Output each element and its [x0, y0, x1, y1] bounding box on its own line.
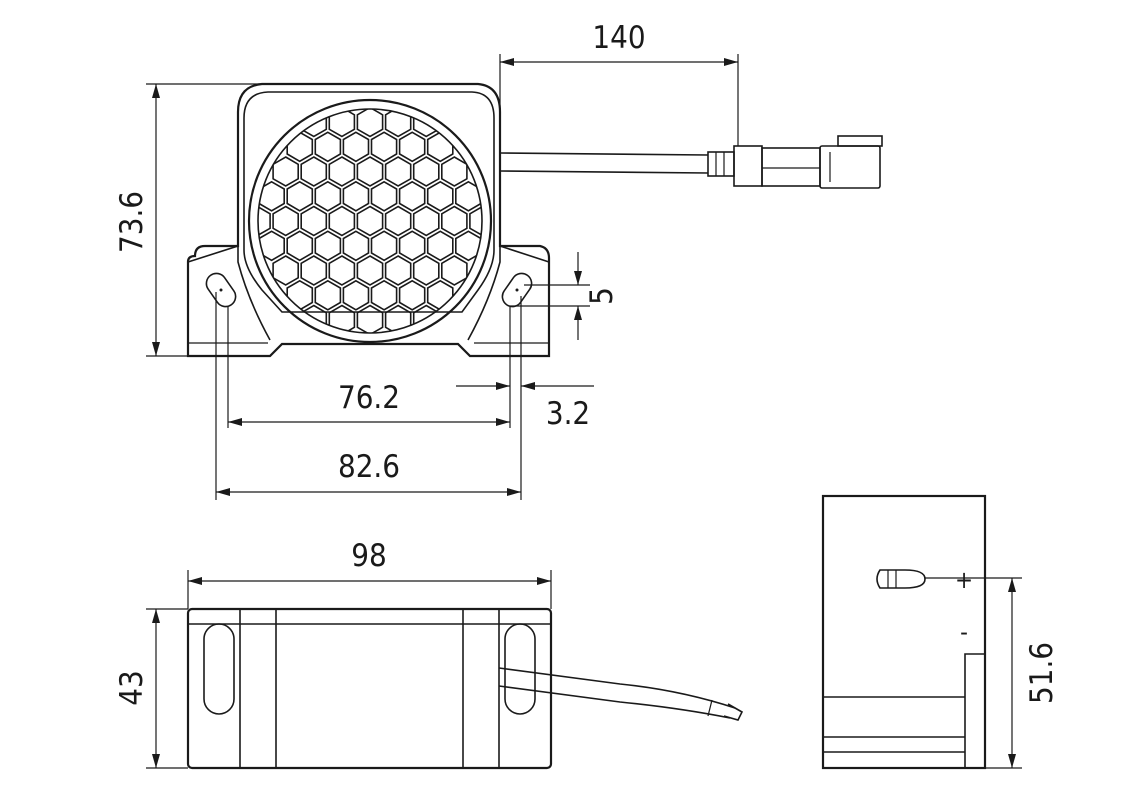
grill-hole [412, 156, 440, 187]
grill-hole [286, 230, 314, 262]
grill-hole [342, 131, 370, 163]
front-view: 140 73.6 5 76.2 3.2 82.6 [114, 20, 883, 500]
bottom-view: 98 43 [114, 538, 744, 770]
grill-hole [412, 109, 440, 138]
grill-hole [426, 180, 454, 212]
grill-hole [356, 156, 384, 187]
mounting-slot-left [205, 272, 237, 308]
speaker-housing [243, 91, 495, 313]
minus-label: - [960, 618, 968, 646]
grill-hole [328, 205, 356, 237]
grill-hole [384, 304, 412, 333]
grill-hole [412, 304, 440, 333]
grill-hole [398, 180, 426, 212]
grill-hole [272, 255, 300, 286]
grill-hole [398, 230, 426, 262]
grill-hole [272, 156, 300, 187]
grill-hole [342, 230, 370, 262]
grill-hole [342, 180, 370, 212]
mounting-slot-right [501, 272, 533, 308]
grill-hole [328, 255, 356, 286]
bottom-body [186, 607, 553, 770]
mounting-base [186, 82, 551, 358]
dim-slot-offset: 3.2 [546, 396, 590, 432]
grill-hole [300, 205, 328, 237]
side-body [821, 494, 987, 770]
grill-hole [328, 156, 356, 187]
grill-hole [356, 205, 384, 237]
grill-hole [314, 279, 342, 311]
grill-hole [440, 205, 468, 237]
grill-hole [412, 255, 440, 286]
grill-hole [412, 205, 440, 237]
dim-cable-length: 140 [592, 20, 645, 56]
grill-hole [314, 180, 342, 212]
grill-hole [356, 109, 384, 138]
grill-hole [384, 255, 412, 286]
grill-hole [286, 279, 314, 311]
grill-hole [370, 131, 398, 163]
plus-label: + [955, 566, 973, 594]
grill-hole [272, 205, 300, 237]
grill-hole [384, 156, 412, 187]
honeycomb-grill-pattern [258, 109, 482, 333]
dim-bottom-width: 98 [351, 538, 386, 574]
grill-hole [426, 279, 454, 311]
grill-hole [398, 279, 426, 311]
grill-hole [300, 156, 328, 187]
dim-front-height: 73.6 [114, 191, 150, 253]
dim-outer-hole-spacing: 82.6 [338, 449, 400, 485]
speaker-grill-rim [247, 98, 493, 344]
bottom-slot-left [203, 623, 235, 715]
grill-hole [342, 279, 370, 311]
dim-slot-width: 5 [584, 287, 620, 305]
speaker-grill [257, 108, 483, 334]
grill-hole [314, 230, 342, 262]
grill-hole [356, 304, 384, 333]
grill-hole [370, 230, 398, 262]
grill-hole [300, 255, 328, 286]
grill-hole [300, 304, 328, 333]
grill-hole [398, 131, 426, 163]
grill-hole [258, 205, 271, 237]
grill-hole [314, 131, 342, 163]
dim-side-height: 51.6 [1024, 642, 1060, 704]
grill-hole [370, 180, 398, 212]
grill-hole [370, 279, 398, 311]
grill-hole [440, 255, 468, 286]
grill-hole [426, 131, 454, 163]
grill-hole [469, 205, 482, 237]
grill-hole [384, 205, 412, 237]
dim-bottom-height: 43 [114, 670, 150, 705]
grill-hole [328, 304, 356, 333]
cable-connector [499, 135, 883, 189]
grill-hole [286, 180, 314, 212]
grill-hole [440, 156, 468, 187]
connector-end [876, 569, 926, 589]
dim-inner-hole-spacing: 76.2 [338, 380, 400, 416]
grill-hole [286, 131, 314, 163]
grill-hole [356, 255, 384, 286]
side-view: + - 51.6 [821, 494, 1060, 770]
grill-hole [426, 230, 454, 262]
grill-hole [300, 109, 328, 138]
